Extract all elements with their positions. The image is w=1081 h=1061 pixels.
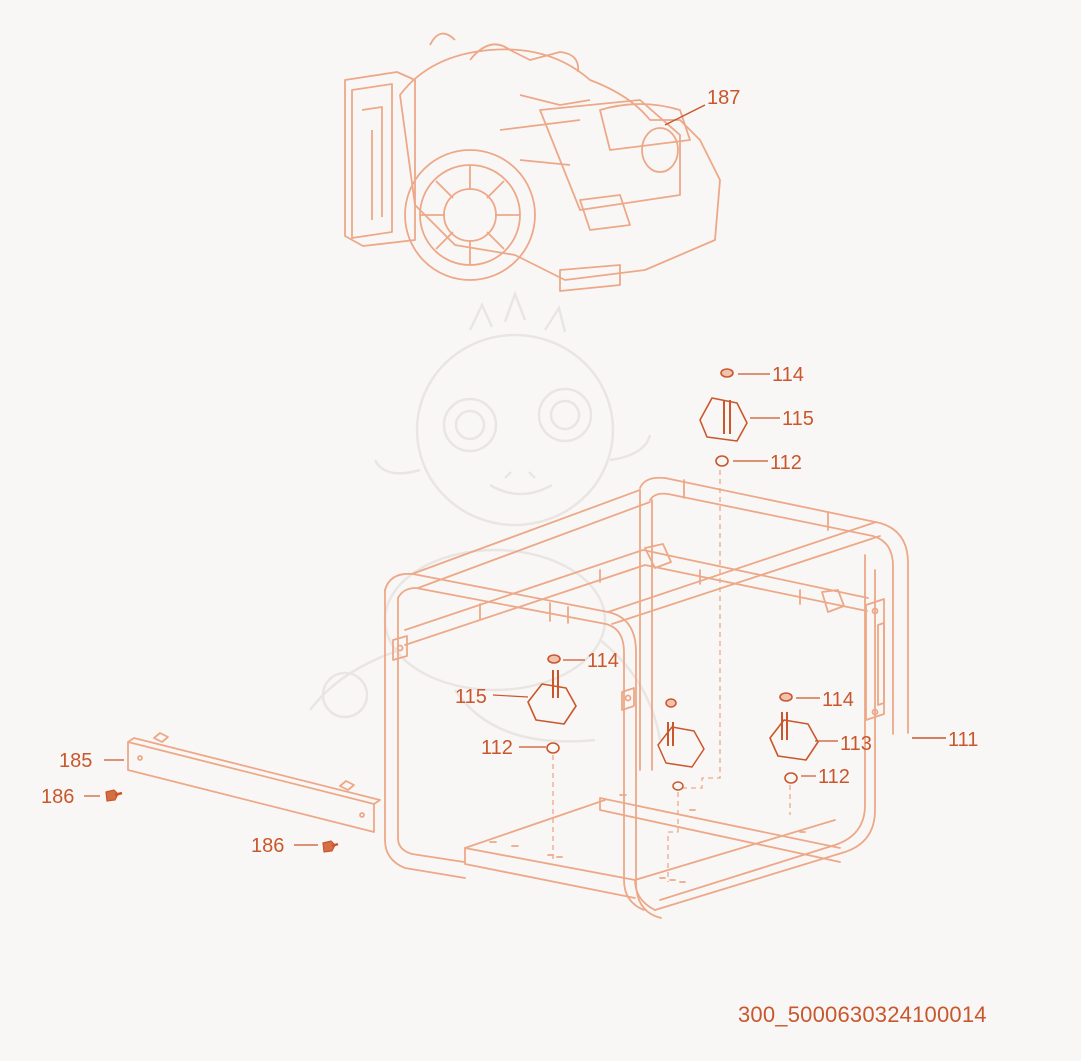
callout-114-top: 114 — [772, 364, 804, 386]
callout-113-right: 113 — [840, 733, 872, 755]
nut-right-icon — [779, 692, 793, 702]
center-mount-parts — [657, 698, 705, 791]
right-mount-leaders — [796, 697, 838, 777]
nut-top-icon — [720, 368, 734, 378]
washer-top-icon — [715, 455, 729, 467]
callout-115-left: 115 — [455, 686, 487, 708]
generator-frame-icon — [384, 476, 909, 919]
callout-111: 111 — [948, 729, 978, 751]
washer-right-icon — [784, 772, 798, 784]
bolt-icons — [105, 789, 339, 853]
top-mount-parts — [699, 368, 748, 467]
support-bar-icon — [127, 732, 381, 833]
top-mount-leaders — [733, 373, 780, 462]
callout-115-top: 115 — [782, 408, 814, 430]
right-mount-parts — [769, 692, 819, 784]
bolt-callout-leaders — [84, 795, 318, 846]
bolt-a-icon — [105, 789, 119, 802]
assembly-dashed-lines — [552, 470, 791, 882]
callout-186-a: 186 — [41, 786, 74, 808]
left-mount-leaders — [492, 659, 585, 748]
nut-left-icon — [547, 654, 561, 664]
callout-112-right: 112 — [818, 766, 850, 788]
washer-left-icon — [546, 742, 560, 754]
callout-185: 185 — [59, 750, 92, 772]
mount-left-icon — [527, 683, 577, 725]
mount-top-icon — [699, 397, 748, 442]
callout-114-left: 114 — [587, 650, 619, 672]
left-mount-parts — [527, 654, 577, 754]
callout-112-top: 112 — [770, 452, 802, 474]
callout-114-right: 114 — [822, 689, 854, 711]
bolt-b-icon — [322, 840, 336, 853]
callout-112-left: 112 — [481, 737, 513, 759]
engine-assembly-icon — [344, 32, 721, 292]
document-id: 300_5000630324100014 — [738, 1002, 987, 1027]
engine-callout-leader — [664, 104, 706, 126]
callout-186-b: 186 — [251, 835, 284, 857]
callout-187: 187 — [707, 87, 740, 109]
mount-right-icon — [769, 719, 819, 761]
